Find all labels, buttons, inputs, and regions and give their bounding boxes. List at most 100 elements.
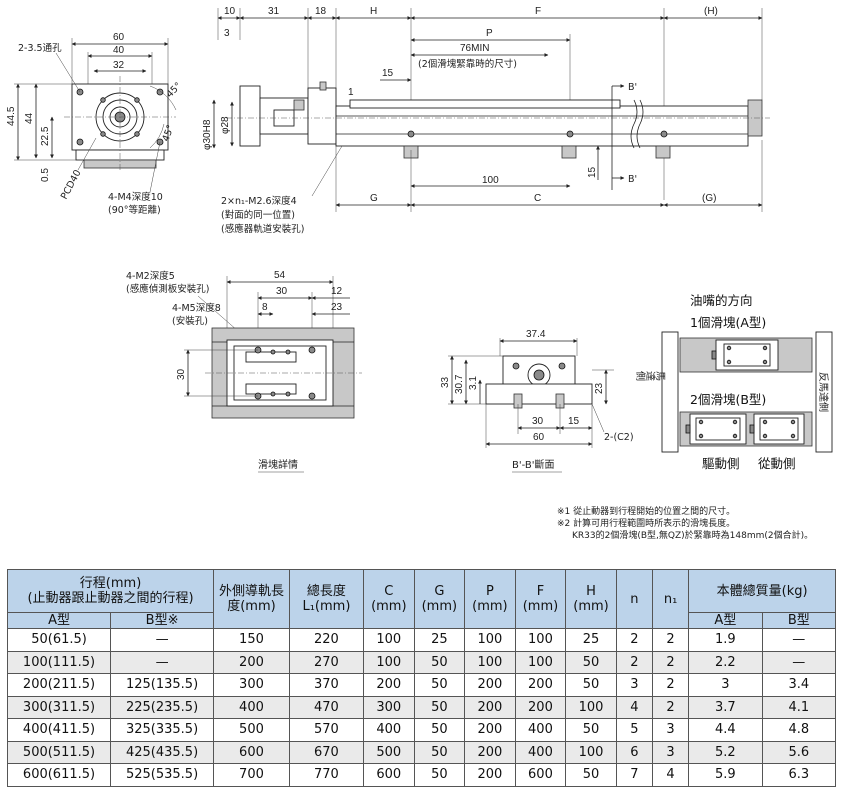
header-n1: n₁ [651,569,690,629]
svg-text:33: 33 [440,376,451,388]
table-cell: — [761,650,837,674]
table-cell: 670 [288,740,365,764]
svg-text:C: C [534,193,541,204]
table-cell: 270 [288,650,365,674]
svg-text:54: 54 [274,270,286,281]
table-cell: — [110,628,215,652]
table-cell: 100(111.5) [6,650,112,674]
table-cell: 3 [651,740,690,764]
spec-table: 行程(mm) (止動器跟止動器之間的行程) 外側導軌長度(mm) 總長度L₁(m… [6,569,837,787]
svg-text:G: G [370,193,378,204]
svg-text:37.4: 37.4 [526,329,546,340]
note-2: ※2 計算可用行程範圍時所表示的滑塊長度。 [557,519,736,529]
table-cell: 2 [651,650,690,674]
table-cell: 50 [413,673,466,697]
table-cell: 300(311.5) [6,695,112,719]
table-cell: 5.2 [688,740,763,764]
table-cell: 3 [651,718,690,742]
table-cell: 200 [464,673,516,697]
svg-text:(感應器軌道安裝孔): (感應器軌道安裝孔) [221,223,304,235]
table-cell: — [761,628,837,652]
svg-text:(H): (H) [704,6,718,17]
svg-text:30: 30 [276,286,288,297]
table-cell: 200 [464,718,516,742]
note-1: ※1 從止動器到行程開始的位置之間的尺寸。 [557,507,736,517]
svg-text:4-M4深度10: 4-M4深度10 [108,191,163,203]
table-cell: 200(211.5) [6,673,112,697]
side-view: 10 31 18 H F (H) 3 P 76MIN (2個滑塊緊靠時的尺寸) … [202,6,770,235]
table-cell: 700 [213,763,290,787]
svg-text:(對面的同一位置): (對面的同一位置) [221,209,295,221]
table-cell: 2 [651,695,690,719]
table-cell: 5.6 [761,740,837,764]
table-cell: 25 [413,628,466,652]
table-cell: 400 [514,718,567,742]
table-cell: 200 [514,695,567,719]
svg-text:馬達側: 馬達側 [636,369,666,381]
table-cell: 6 [615,740,653,764]
table-cell: 300 [213,673,290,697]
table-cell: 7 [615,763,653,787]
svg-text:4-M2深度5: 4-M2深度5 [126,270,175,282]
header-stroke-sub: (止動器跟止動器之間的行程) [27,591,194,606]
table-cell: 100 [464,628,516,652]
svg-text:18: 18 [315,6,327,17]
header-g: G(mm) [413,569,466,629]
svg-text:22.5: 22.5 [40,126,51,146]
table-cell: 200 [514,673,567,697]
slider-detail: 4-M2深度5 (感應偵測板安裝孔) 4-M5深度8 (安裝孔) 54 30 1… [126,270,362,473]
table-cell: 400 [213,695,290,719]
table-cell: 2 [651,673,690,697]
header-rail: 外側導軌長度(mm) [213,569,290,629]
header-g-label: G [434,584,445,599]
table-cell: 5.9 [688,763,763,787]
svg-text:φ28: φ28 [220,116,231,134]
svg-text:31: 31 [268,6,280,17]
svg-text:φ30H8: φ30H8 [202,119,213,150]
svg-text:(90°等距離): (90°等距離) [108,204,161,216]
table-cell: 300 [363,695,415,719]
table-cell: 370 [288,673,365,697]
svg-text:滑塊詳情: 滑塊詳情 [258,458,298,471]
svg-text:1個滑塊(A型): 1個滑塊(A型) [690,315,766,330]
svg-text:76MIN: 76MIN [460,43,489,54]
table-cell: 50 [565,650,617,674]
table-cell: 220 [288,628,365,652]
table-cell: 100 [363,650,415,674]
svg-text:(感應偵測板安裝孔): (感應偵測板安裝孔) [126,283,209,295]
table-cell: 425(435.5) [110,740,215,764]
table-cell: 50(61.5) [6,628,112,652]
table-cell: 400 [363,718,415,742]
table-cell: 50 [565,718,617,742]
table-cell: 100 [565,695,617,719]
svg-text:10: 10 [224,6,236,17]
svg-text:3: 3 [224,28,230,39]
header-mass-b: B型 [761,612,837,629]
table-cell: 600 [514,763,567,787]
table-cell: 3 [615,673,653,697]
svg-text:B': B' [628,82,637,93]
svg-text:45°: 45° [160,123,176,143]
header-c: C(mm) [363,569,415,629]
table-cell: 100 [565,740,617,764]
header-total: 總長度L₁(mm) [288,569,365,629]
table-cell: 150 [213,628,290,652]
table-cell: 1.9 [688,628,763,652]
svg-text:驅動側: 驅動側 [702,456,740,471]
header-h-unit: (mm) [573,599,609,614]
svg-text:P: P [486,28,493,39]
table-cell: 50 [565,673,617,697]
table-cell: 5 [615,718,653,742]
table-cell: 570 [288,718,365,742]
svg-text:H: H [370,6,377,17]
svg-text:PCD40: PCD40 [59,168,84,201]
table-cell: 50 [413,695,466,719]
svg-text:反馬達側: 反馬達側 [817,372,830,412]
svg-text:F: F [535,6,541,17]
svg-text:12: 12 [331,286,343,297]
table-cell: 525(535.5) [110,763,215,787]
